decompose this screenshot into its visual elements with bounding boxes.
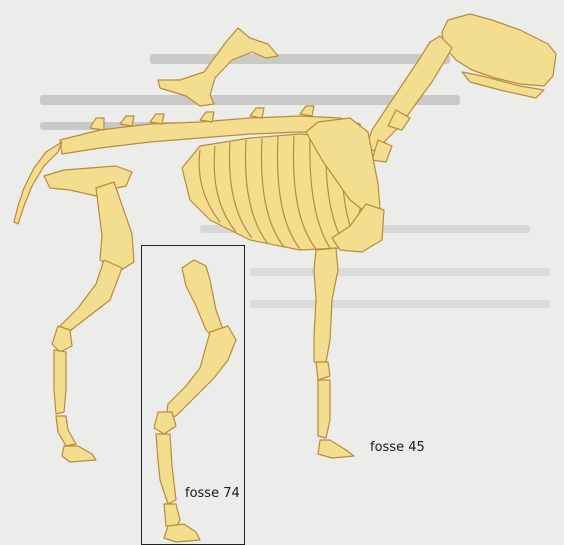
pelvis-bone-fragment xyxy=(158,28,278,106)
label-fosse-74: fosse 74 xyxy=(185,486,240,501)
label-fosse-45: fosse 45 xyxy=(370,440,425,455)
neck-vertebrae xyxy=(366,36,452,152)
rear-femur xyxy=(96,182,134,272)
front-hoof xyxy=(318,440,354,458)
front-leg xyxy=(314,248,338,362)
rear-tibia xyxy=(60,260,122,334)
hip-bone xyxy=(44,166,132,196)
skull xyxy=(442,14,556,86)
rear-cannon xyxy=(54,350,66,414)
rear-hoof xyxy=(62,446,96,462)
